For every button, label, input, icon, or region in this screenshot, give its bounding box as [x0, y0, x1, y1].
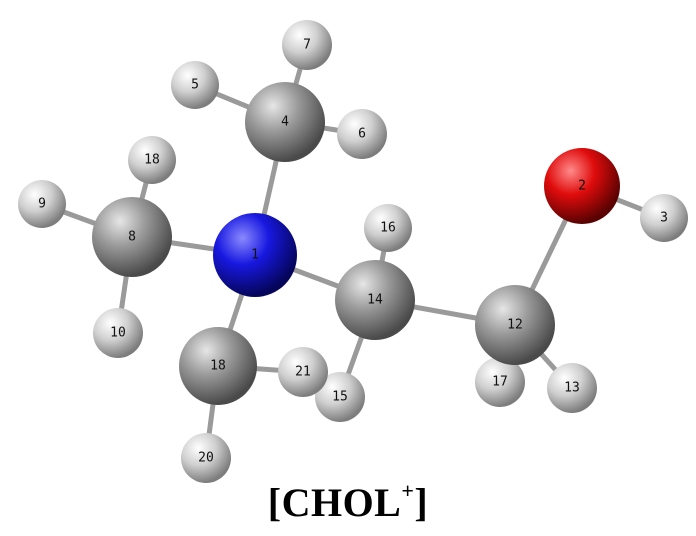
atom-label: 4: [281, 115, 289, 130]
atom-sphere: [547, 363, 597, 413]
atom-label: 18: [210, 359, 226, 374]
atom-sphere: [544, 148, 620, 224]
atom-sphere: [282, 20, 332, 70]
atom-label: 15: [332, 390, 348, 405]
atom-h-17: 17: [475, 357, 525, 407]
atom-label: 13: [564, 381, 580, 396]
atom-sphere: [179, 327, 257, 405]
atom-h-18: 18: [128, 136, 176, 184]
atom-label: 17: [492, 375, 508, 390]
atom-sphere: [171, 61, 219, 109]
atom-h-21: 21: [278, 347, 328, 397]
atom-sphere: [278, 347, 328, 397]
molecule-caption: [CHOL+]: [0, 478, 696, 526]
atom-c-8: 8: [92, 197, 172, 277]
atom-sphere: [475, 285, 555, 365]
atom-sphere: [128, 136, 176, 184]
atom-sphere: [18, 180, 66, 228]
atom-h-9: 9: [18, 180, 66, 228]
atoms-layer: 16 7 5 6 18 9 4 10 13 17 3 8 2 20 15 21 18 12 14 1: [18, 20, 688, 483]
atom-sphere: [213, 213, 297, 297]
caption-charge: +: [401, 478, 415, 503]
atom-sphere: [92, 197, 172, 277]
atom-sphere: [245, 82, 325, 162]
atom-h-15: 15: [315, 372, 365, 422]
atom-label: 3: [660, 211, 668, 226]
atom-label: 20: [198, 451, 214, 466]
atom-sphere: [640, 194, 688, 242]
atom-label: 8: [128, 230, 136, 245]
atom-c-14: 14: [335, 260, 415, 340]
atom-h-5: 5: [171, 61, 219, 109]
atom-sphere: [335, 260, 415, 340]
atom-sphere: [364, 204, 412, 252]
atom-label: 2: [578, 179, 586, 194]
atom-sphere: [93, 308, 143, 358]
atom-h-10: 10: [93, 308, 143, 358]
atom-h-20: 20: [181, 433, 231, 483]
atom-label: 12: [507, 318, 523, 333]
atom-label: 14: [367, 293, 383, 308]
atom-h-7: 7: [282, 20, 332, 70]
atom-label: 10: [110, 326, 126, 341]
atom-label: 6: [358, 127, 366, 142]
atom-h-3: 3: [640, 194, 688, 242]
atom-h-16: 16: [364, 204, 412, 252]
atom-c-4: 4: [245, 82, 325, 162]
atom-label: 16: [380, 221, 396, 236]
atom-h-13: 13: [547, 363, 597, 413]
atom-label: 1: [251, 248, 259, 263]
atom-label: 21: [295, 365, 311, 380]
atom-c-18: 18: [179, 327, 257, 405]
atom-o-2: 2: [544, 148, 620, 224]
atom-c-12: 12: [475, 285, 555, 365]
atom-sphere: [181, 433, 231, 483]
atom-sphere: [337, 109, 387, 159]
caption-suffix: ]: [414, 480, 429, 525]
atom-label: 7: [303, 38, 311, 53]
caption-prefix: [CHOL: [267, 480, 402, 525]
atom-h-6: 6: [337, 109, 387, 159]
atom-label: 5: [191, 78, 199, 93]
atom-label: 9: [38, 197, 46, 212]
atom-n-1: 1: [213, 213, 297, 297]
atom-sphere: [315, 372, 365, 422]
atom-sphere: [475, 357, 525, 407]
atom-label: 18: [144, 153, 160, 168]
